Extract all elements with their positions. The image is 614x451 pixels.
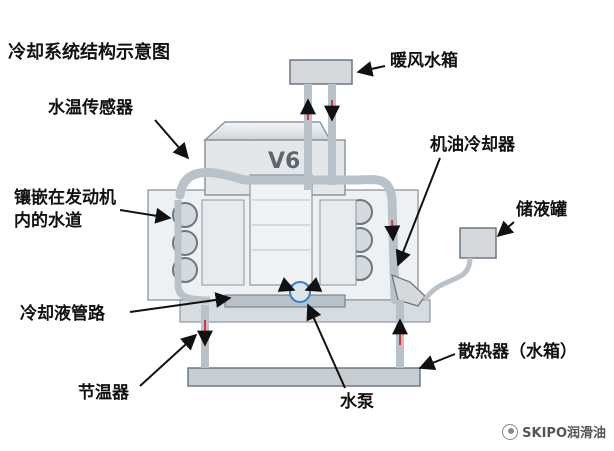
heater-core: [289, 59, 353, 85]
pointer-reservoir: [496, 220, 515, 238]
watermark: SKIPO润滑油: [502, 422, 606, 441]
pointer-embedded-channel: [119, 207, 172, 224]
pointer-radiator: [418, 353, 456, 371]
label-water-pump: 水泵: [340, 392, 374, 412]
pointer-temp-sensor: [154, 119, 190, 160]
label-temp-sensor: 水温传感器: [48, 98, 133, 118]
wechat-logo-icon: [502, 423, 519, 440]
pointer-oil-cooler: [395, 157, 441, 267]
oil-cooler: [391, 273, 426, 307]
coolant-flow-arrows: [197, 98, 408, 347]
label-thermostat: 节温器: [78, 383, 129, 403]
reservoir-tank: [459, 227, 497, 259]
cylinders-left: [172, 199, 245, 286]
pointer-heater-core: [356, 61, 386, 77]
diagram-title: 冷却系统结构示意图: [8, 42, 170, 63]
upper-coolant-pipe: [175, 168, 400, 305]
label-heater-core: 暖风水箱: [390, 51, 458, 71]
watermark-text: SKIPO润滑油: [522, 426, 606, 441]
radiator: [187, 367, 421, 387]
pointer-thermostat: [139, 333, 198, 387]
label-oil-cooler: 机油冷却器: [430, 135, 515, 155]
label-radiator: 散热器（水箱）: [458, 342, 577, 362]
water-pump: [289, 281, 311, 303]
label-coolant-pipe: 冷却液管路: [20, 304, 105, 324]
label-embedded-channel-line1: 镶嵌在发动机: [14, 188, 116, 208]
pointer-arrows: [119, 61, 515, 389]
cylinders-right: [319, 199, 373, 286]
left-coolant-pipe: [174, 200, 211, 304]
label-embedded-channel-line2: 内的水道: [14, 211, 82, 231]
label-reservoir: 储液罐: [516, 200, 567, 220]
pointer-water-pump: [306, 303, 346, 389]
reservoir-hose: [422, 257, 473, 302]
central-water-channel: [249, 174, 313, 286]
engine-badge: V6: [268, 149, 300, 174]
coolant-manifold: [224, 294, 346, 308]
pointer-coolant-pipe: [129, 292, 232, 313]
